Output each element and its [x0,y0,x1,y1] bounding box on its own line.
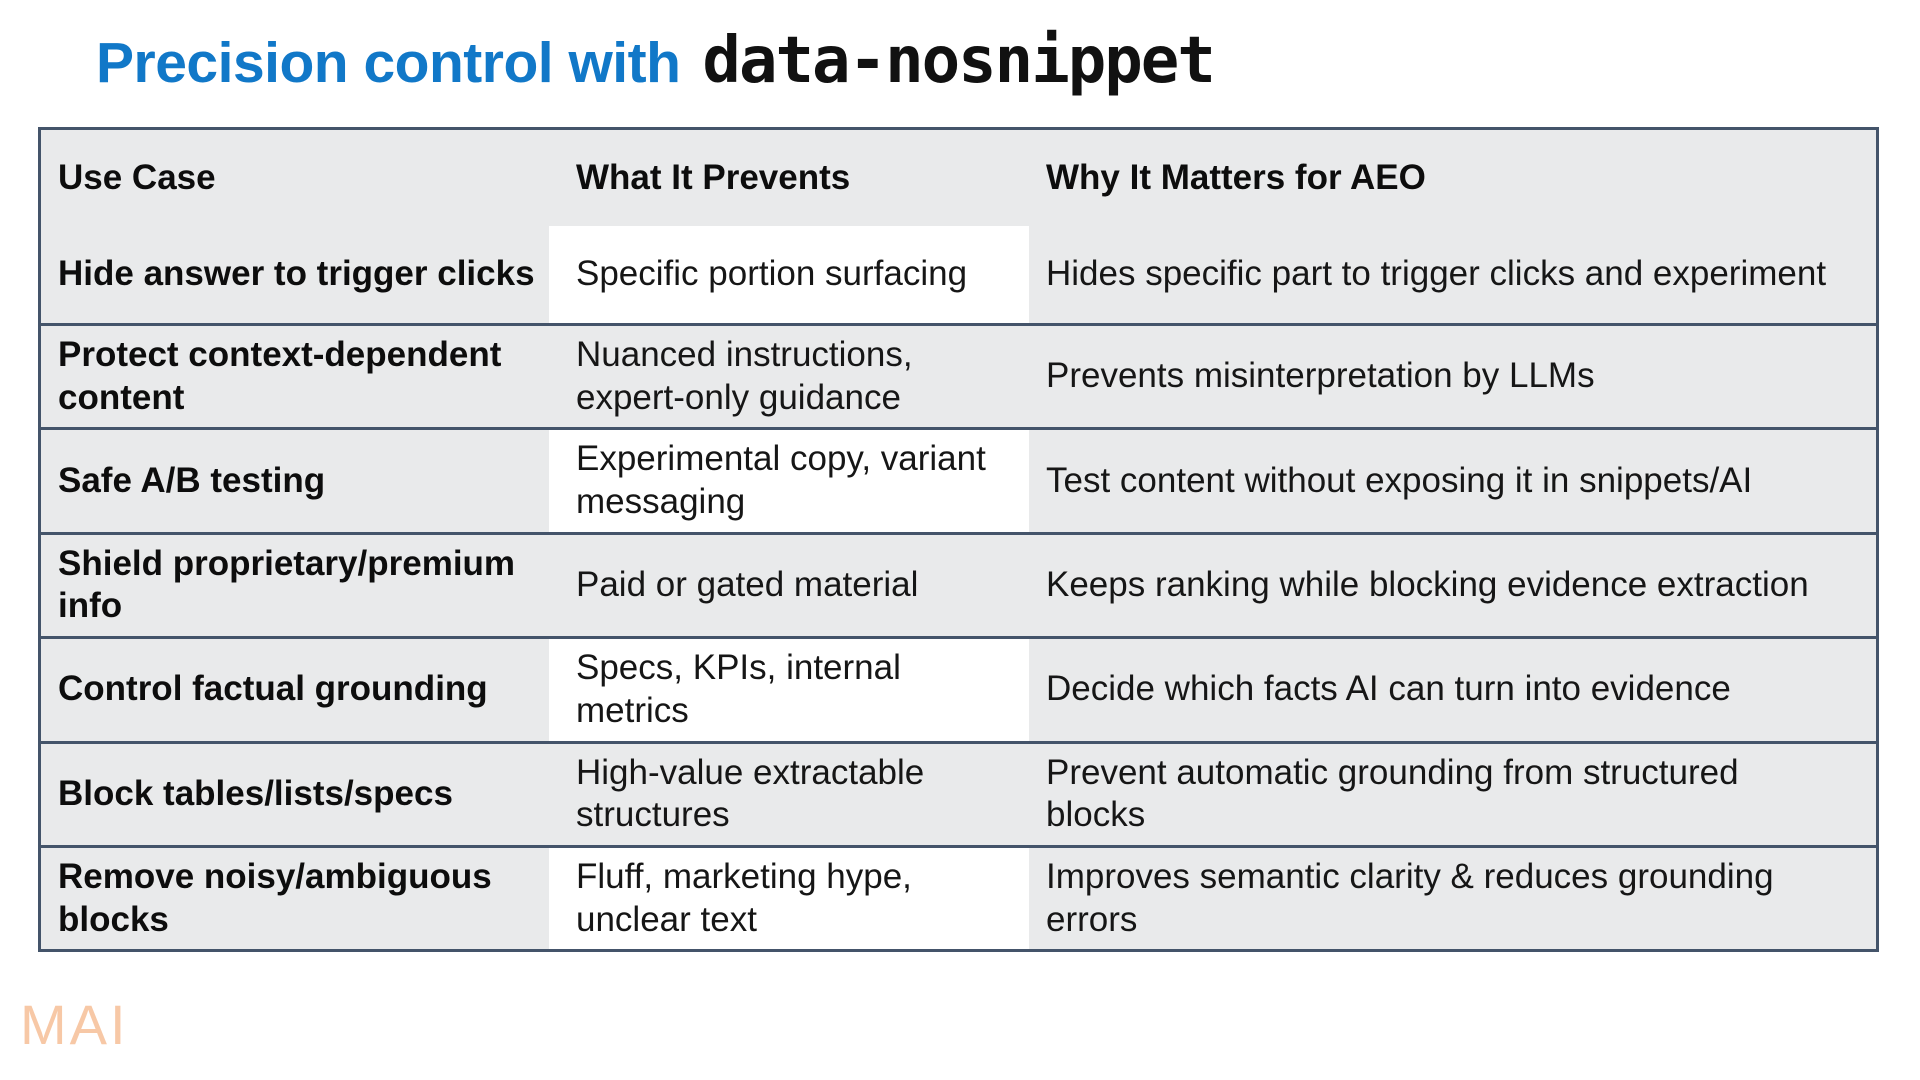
cell-use-case: Shield proprietary/premium info [41,534,549,637]
cell-what-it-prevents: Paid or gated material [549,534,1029,637]
column-header-use-case: Use Case [41,130,549,226]
mai-logo: MAI [20,993,129,1056]
cell-why-it-matters: Improves semantic clarity & reduces grou… [1029,847,1876,950]
table-row: Remove noisy/ambiguous blocks Fluff, mar… [41,844,1876,950]
page-title-text: Precision control with [96,31,681,95]
cell-use-case: Protect context-dependent content [41,326,549,428]
cell-use-case: Control factual grounding [41,639,549,741]
column-header-what-it-prevents: What It Prevents [549,130,1029,226]
cell-use-case: Block tables/lists/specs [41,743,549,845]
page-title-code: data-nosnippet [702,24,1215,98]
cell-what-it-prevents: Specs, KPIs, internal metrics [549,639,1029,741]
cell-why-it-matters: Hides specific part to trigger clicks an… [1029,226,1876,323]
cell-why-it-matters: Test content without exposing it in snip… [1029,430,1876,532]
cell-use-case: Remove noisy/ambiguous blocks [41,847,549,950]
cell-what-it-prevents: Specific portion surfacing [549,226,1029,323]
cell-what-it-prevents: Fluff, marketing hype, unclear text [549,847,1029,950]
use-case-table: Use Case What It Prevents Why It Matters… [38,127,1879,953]
table-row: Shield proprietary/premium info Paid or … [41,531,1876,637]
cell-use-case: Hide answer to trigger clicks [41,226,549,323]
cell-what-it-prevents: Experimental copy, variant messaging [549,430,1029,532]
cell-why-it-matters: Prevents misinterpretation by LLMs [1029,326,1876,428]
cell-what-it-prevents: Nuanced instructions, expert-only guidan… [549,326,1029,428]
cell-why-it-matters: Prevent automatic grounding from structu… [1029,743,1876,845]
table-body: Hide answer to trigger clicks Specific p… [41,226,1876,950]
table-row: Block tables/lists/specs High-value extr… [41,740,1876,845]
table-row: Hide answer to trigger clicks Specific p… [41,226,1876,323]
cell-why-it-matters: Decide which facts AI can turn into evid… [1029,639,1876,741]
table-header-row: Use Case What It Prevents Why It Matters… [41,130,1876,226]
table-row: Control factual grounding Specs, KPIs, i… [41,636,1876,741]
cell-use-case: Safe A/B testing [41,430,549,532]
page-title: Precision control with data-nosnippet [96,24,1216,98]
column-header-why-it-matters: Why It Matters for AEO [1029,130,1876,226]
cell-what-it-prevents: High-value extractable structures [549,743,1029,845]
table-row: Protect context-dependent content Nuance… [41,323,1876,428]
table-row: Safe A/B testing Experimental copy, vari… [41,427,1876,532]
cell-why-it-matters: Keeps ranking while blocking evidence ex… [1029,534,1876,637]
